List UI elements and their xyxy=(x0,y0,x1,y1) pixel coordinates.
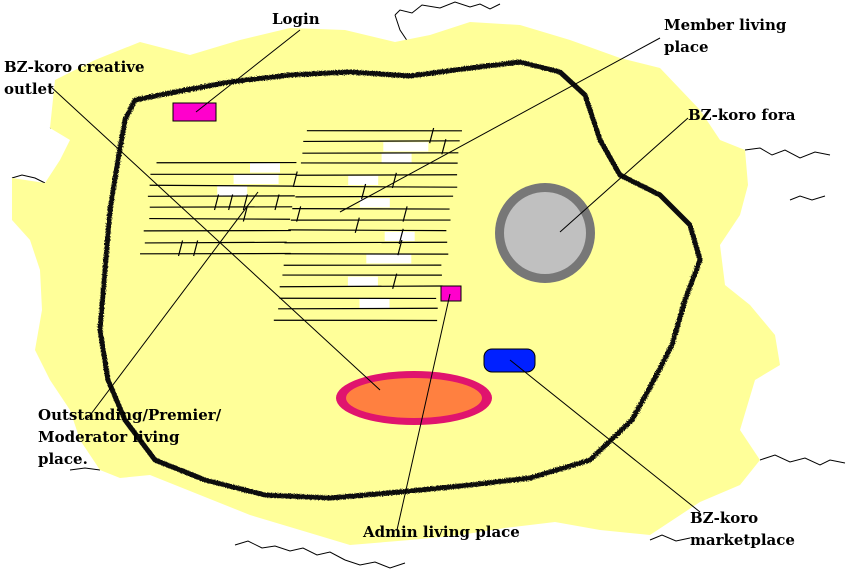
grid-col-line xyxy=(296,206,302,222)
member-housing-grid-left xyxy=(140,161,298,257)
label-member-living: Member living place xyxy=(664,14,786,58)
island-shape xyxy=(12,22,780,545)
grid-row-line xyxy=(149,184,294,187)
label-member-line2: place xyxy=(664,38,709,56)
grid-gap-cell xyxy=(233,174,279,184)
grid-col-line xyxy=(402,206,408,222)
label-marketplace-line1: BZ-koro xyxy=(690,509,759,527)
fora-inner-circle xyxy=(504,192,586,274)
realm-boundary xyxy=(97,59,703,501)
grid-col-line xyxy=(429,127,435,144)
grid-gap-cell xyxy=(359,198,390,208)
grid-col-line xyxy=(292,171,298,188)
grid-row-line xyxy=(295,195,454,198)
outstanding-inner-ellipse xyxy=(346,378,482,418)
grid-row-line xyxy=(294,185,458,188)
label-login: Login xyxy=(272,8,320,30)
grid-gap-cell xyxy=(348,175,379,185)
grid-gap-cell xyxy=(381,153,412,163)
grid-col-line xyxy=(397,239,403,256)
login-box-icon[interactable] xyxy=(172,102,217,122)
label-fora: BZ-koro fora xyxy=(688,104,795,126)
grid-row-line xyxy=(303,140,460,143)
grid-row-line xyxy=(149,217,291,220)
grid-row-line xyxy=(278,307,438,310)
grid-col-line xyxy=(242,194,248,211)
grid-col-line xyxy=(242,205,248,222)
grid-col-line xyxy=(193,240,199,257)
grid-col-line xyxy=(354,217,360,233)
label-outstanding: Outstanding/Premier/ Moderator living pl… xyxy=(38,404,221,470)
grid-col-line xyxy=(398,228,404,245)
leader-fora xyxy=(559,117,689,233)
label-outstanding-line2: Moderator living xyxy=(38,428,180,446)
grid-gap-cell xyxy=(347,276,378,286)
grid-col-line xyxy=(391,172,397,189)
label-member-line1: Member living xyxy=(664,16,787,34)
label-login-text: Login xyxy=(272,10,320,28)
grid-col-line xyxy=(228,194,234,211)
grid-gap-cell xyxy=(384,231,415,241)
grid-gap-cell xyxy=(217,186,248,196)
grid-row-line xyxy=(288,229,447,232)
label-fora-text: BZ-koro fora xyxy=(688,106,796,124)
leader-member xyxy=(339,37,661,213)
admin-box-icon[interactable] xyxy=(440,285,462,302)
grid-col-line xyxy=(177,240,184,257)
leader-lines xyxy=(49,29,701,531)
leader-outstanding xyxy=(87,191,259,419)
grid-row-line xyxy=(279,285,443,288)
grid-col-line xyxy=(360,183,367,200)
label-creative-line2: outlet xyxy=(4,80,55,98)
grid-col-line xyxy=(274,194,280,211)
label-creative-outlet: BZ-koro creative outlet xyxy=(4,56,145,100)
grid-col-line xyxy=(392,273,398,289)
grid-gap-cell xyxy=(366,254,412,264)
grid-gap-cell xyxy=(250,163,280,173)
label-admin-text: Admin living place xyxy=(363,523,520,541)
grid-gap-cell xyxy=(383,142,429,152)
leader-admin xyxy=(396,293,451,531)
grid-row-line xyxy=(144,241,287,244)
marketplace-box-icon[interactable] xyxy=(483,348,536,373)
member-housing-grid-right xyxy=(273,127,462,322)
leader-marketplace xyxy=(509,359,701,513)
label-admin: Admin living place xyxy=(363,521,520,543)
grid-col-line xyxy=(441,139,447,155)
grid-gap-cell xyxy=(359,299,390,309)
leader-login xyxy=(195,29,301,113)
grid-col-line xyxy=(213,194,220,211)
label-marketplace-line2: marketplace xyxy=(690,531,795,549)
label-outstanding-line3: place. xyxy=(38,450,88,468)
label-outstanding-line1: Outstanding/Premier/ xyxy=(38,406,222,424)
leader-creative xyxy=(49,85,381,391)
label-marketplace: BZ-koro marketplace xyxy=(690,507,795,551)
label-creative-line1: BZ-koro creative xyxy=(4,58,145,76)
